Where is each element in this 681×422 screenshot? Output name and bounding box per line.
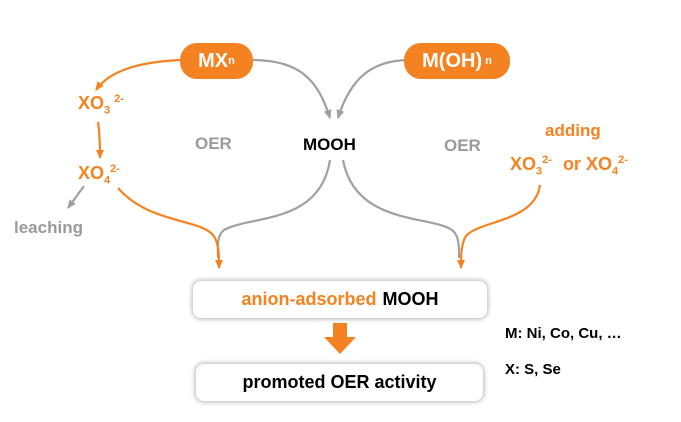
label-xo3: XO32-	[78, 94, 124, 117]
node-mxn-sub: n	[228, 55, 235, 67]
label-adding: adding	[545, 121, 601, 140]
arrow-xo4-to-leaching	[67, 185, 85, 209]
node-mxn-main: MX	[198, 49, 229, 72]
legend-m: M: Ni, Co, Cu, …	[505, 325, 622, 342]
label-xo4: XO42-	[78, 164, 120, 187]
legend-x: X: S, Se	[505, 361, 561, 378]
arrow-xo4-to-adsorbed	[117, 187, 223, 269]
arrow-moh-to-mooh	[336, 58, 411, 119]
label-adding-anions: XO32- or XO42-	[510, 155, 628, 178]
label-oer-right: OER	[444, 136, 481, 155]
node-mooh: MOOH	[303, 135, 356, 154]
box-adsorbed-prefix: anion-adsorbed	[241, 289, 377, 309]
arrow-mxn-to-xo3	[95, 58, 181, 91]
label-xo4-main: XO	[78, 163, 105, 183]
label-xo3-main: XO	[78, 93, 105, 113]
label-adding-xo4-sub: 4	[611, 165, 619, 178]
node-moh-main: M(OH)	[422, 49, 483, 72]
label-or: or	[562, 154, 581, 174]
node-moh-sub: n	[485, 55, 492, 67]
node-moh: M(OH)n	[404, 43, 510, 79]
label-adding-xo4-main: XO	[585, 154, 612, 174]
arrow-adsorbed-to-promoted	[324, 323, 356, 354]
box-adsorbed-suffix: MOOH	[382, 289, 439, 309]
arrow-mxn-to-mooh	[251, 58, 332, 119]
label-adding-xo3-sub: 3	[536, 165, 543, 178]
box-promoted-label: promoted OER activity	[242, 372, 437, 392]
arrow-mooh-to-right	[341, 159, 461, 259]
label-xo3-sub: 3	[104, 104, 111, 117]
box-promoted: promoted OER activity	[196, 364, 483, 401]
arrow-xo3-to-xo4	[95, 121, 104, 159]
arrow-mooh-to-left	[216, 159, 332, 259]
label-adding-xo3-main: XO	[510, 154, 537, 174]
label-oer-left: OER	[195, 134, 232, 153]
box-anion-adsorbed: anion-adsorbed MOOH	[193, 281, 487, 318]
label-xo4-sub: 4	[104, 174, 111, 187]
label-adding-xo4-sup: 2-	[618, 154, 628, 166]
label-leaching: leaching	[14, 218, 83, 237]
label-xo3-sup: 2-	[114, 93, 124, 105]
label-adding-xo3-sup: 2-	[542, 154, 552, 166]
arrow-adding-to-adsorbed	[457, 184, 542, 269]
label-xo4-sup: 2-	[110, 163, 120, 175]
